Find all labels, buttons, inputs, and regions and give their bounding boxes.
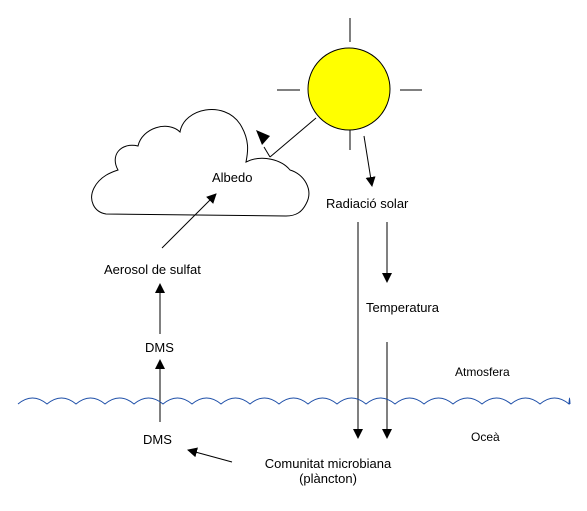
node-comunitat-line1: Comunitat microbiana xyxy=(264,456,392,471)
arrow-sun-to-radiation xyxy=(363,135,376,187)
node-dms-lower: DMS xyxy=(143,432,172,447)
node-comunitat-line2: (plàncton) xyxy=(299,471,357,486)
sun-icon xyxy=(277,18,422,150)
node-aerosol-de-sulfat: Aerosol de sulfat xyxy=(104,262,201,277)
node-dms-upper: DMS xyxy=(145,340,174,355)
node-radiacio-solar: Radiació solar xyxy=(326,196,409,211)
zone-label-atmosfera: Atmosfera xyxy=(455,365,510,379)
node-temperatura: Temperatura xyxy=(366,300,439,315)
cloud-icon xyxy=(91,109,310,217)
node-comunitat-microbiana: Comunitat microbiana (plàncton) xyxy=(233,456,423,486)
node-albedo: Albedo xyxy=(212,170,253,185)
arrow-community-to-dms xyxy=(187,447,233,463)
zone-label-ocea: Oceà xyxy=(471,430,500,444)
arrow-aerosol-to-albedo xyxy=(161,193,217,249)
ocean-wave xyxy=(17,397,571,406)
arrow-sun-to-cloud xyxy=(256,117,317,158)
